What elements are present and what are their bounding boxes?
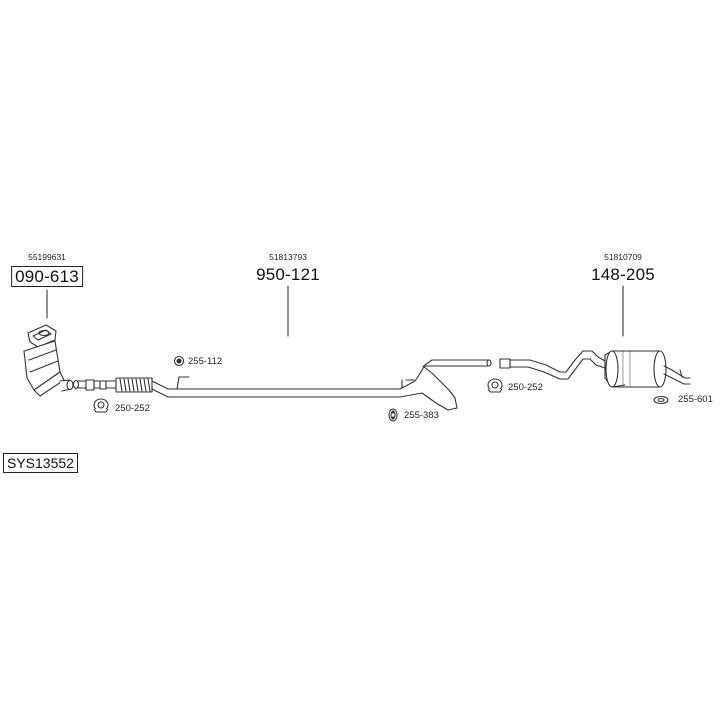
accessory-label-clamp-rear[interactable]: 250-252	[508, 382, 543, 393]
part-number-rear-silencer[interactable]: 148-205	[591, 265, 655, 284]
accessory-label-rubber-mount[interactable]: 255-112	[188, 356, 223, 367]
rear-silencer-drawing	[499, 350, 691, 388]
accessory-label-clamp[interactable]: 250-252	[115, 403, 150, 414]
accessory-label-rubber-hanger[interactable]: 255-383	[404, 410, 439, 421]
catalytic-converter-drawing	[23, 324, 74, 397]
oe-number-catalytic-converter: 55199631	[28, 252, 66, 262]
oe-number-rear-silencer: 51810709	[604, 252, 642, 262]
oe-number-middle-pipe: 51813793	[269, 252, 307, 262]
part-number-catalytic-converter[interactable]: 090-613	[11, 266, 83, 287]
clamp-icon	[487, 378, 503, 393]
part-number-middle-pipe[interactable]: 950-121	[256, 265, 320, 284]
accessory-label-gasket[interactable]: 255-601	[678, 394, 713, 405]
rubber-mount-icon	[173, 355, 185, 367]
system-code: SYS13552	[3, 453, 78, 473]
rubber-hanger-icon	[388, 408, 398, 422]
gasket-icon	[653, 395, 669, 405]
clamp-icon	[93, 398, 109, 413]
middle-pipe-drawing	[72, 359, 492, 411]
